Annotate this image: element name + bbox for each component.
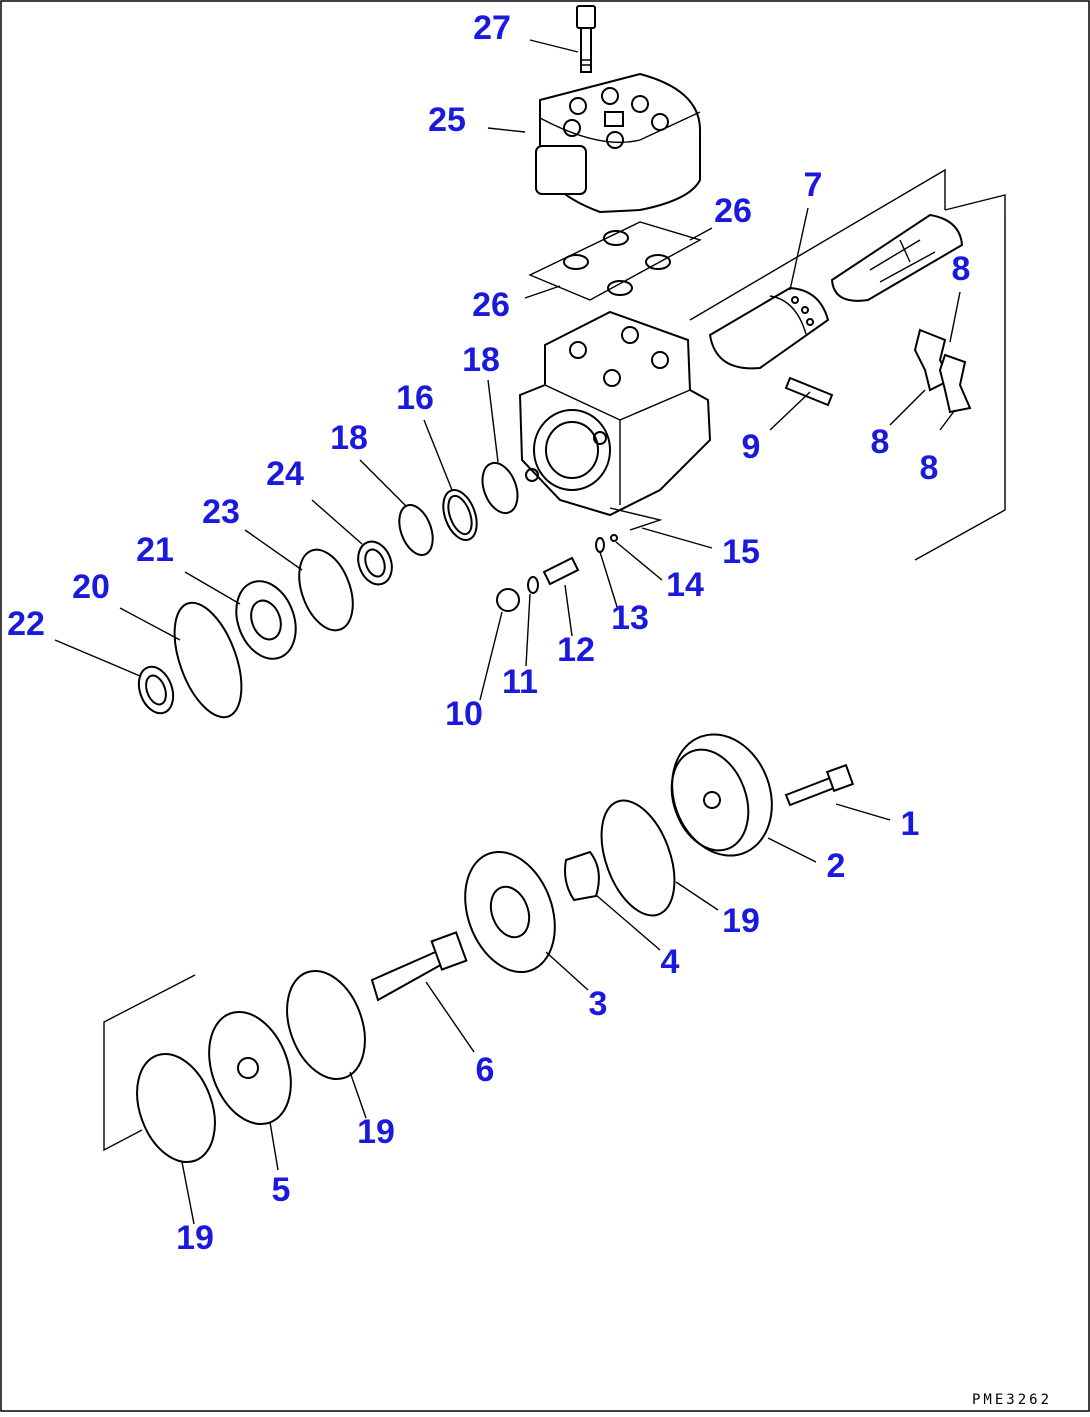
callout-17: 16 [396, 379, 434, 417]
part-7-sleeve [708, 286, 830, 370]
drawing-code: PME3262 [972, 1392, 1052, 1408]
part-27-bolt [576, 5, 596, 73]
part-housing [518, 310, 712, 517]
callout-4: 4 [661, 943, 680, 981]
callout-18-right: 18 [462, 341, 500, 379]
callout-19-b: 19 [357, 1113, 395, 1151]
callout-12: 11 [502, 663, 538, 701]
part-6-drive-shaft [370, 931, 468, 1002]
callout-27: 27 [473, 9, 511, 47]
bracket-bottom [103, 974, 196, 1152]
leader-lines [54, 39, 961, 1225]
callout-19-a: 19 [722, 902, 760, 940]
part-26-gasket [528, 221, 702, 301]
callout-14: 13 [611, 599, 649, 637]
part-1-bolt [784, 763, 855, 807]
callout-8-left: 8 [871, 423, 890, 461]
part-2-end-cap [670, 733, 773, 857]
callout-24: 24 [266, 455, 304, 493]
callout-20: 20 [72, 568, 110, 606]
callout-13: 12 [557, 631, 595, 669]
callout-3: 3 [589, 985, 608, 1023]
part-10-pin [784, 376, 834, 407]
callout-22: 22 [7, 605, 45, 643]
callout-10: 9 [742, 428, 761, 466]
part-9-spool [830, 213, 964, 302]
callout-1: 1 [901, 805, 920, 843]
callouts: 27 25 26 26 7 8 9 8 8 18 16 18 24 23 21 … [7, 9, 970, 1257]
callout-7: 7 [804, 166, 823, 204]
callout-6: 6 [476, 1051, 495, 1089]
callout-16: 15 [722, 533, 760, 571]
callout-5: 5 [272, 1171, 291, 1209]
part-8-springs [913, 328, 972, 414]
part-25-cover-block [535, 72, 701, 214]
callout-21: 21 [136, 531, 174, 569]
part-3-gear-set [464, 850, 556, 974]
small-parts-11-16 [496, 507, 663, 612]
callout-26-upper: 26 [714, 192, 752, 230]
callout-15: 14 [666, 566, 704, 604]
callout-19-c: 19 [176, 1219, 214, 1257]
callout-2: 2 [827, 847, 846, 885]
part-19-oring-c [136, 1052, 216, 1164]
callout-9: 8 [952, 250, 971, 288]
callout-25: 25 [428, 101, 466, 139]
callout-8-right: 8 [920, 449, 939, 487]
callout-26-lower: 26 [472, 286, 510, 324]
part-4-sleeve [564, 850, 600, 902]
callout-18-left: 18 [330, 419, 368, 457]
callout-23: 23 [202, 493, 240, 531]
part-19-oring-a [600, 799, 676, 917]
callout-11: 10 [445, 695, 483, 733]
part-19-oring-b [286, 969, 366, 1081]
bracket-top [689, 168, 1006, 561]
rings-17-24 [137, 461, 519, 719]
